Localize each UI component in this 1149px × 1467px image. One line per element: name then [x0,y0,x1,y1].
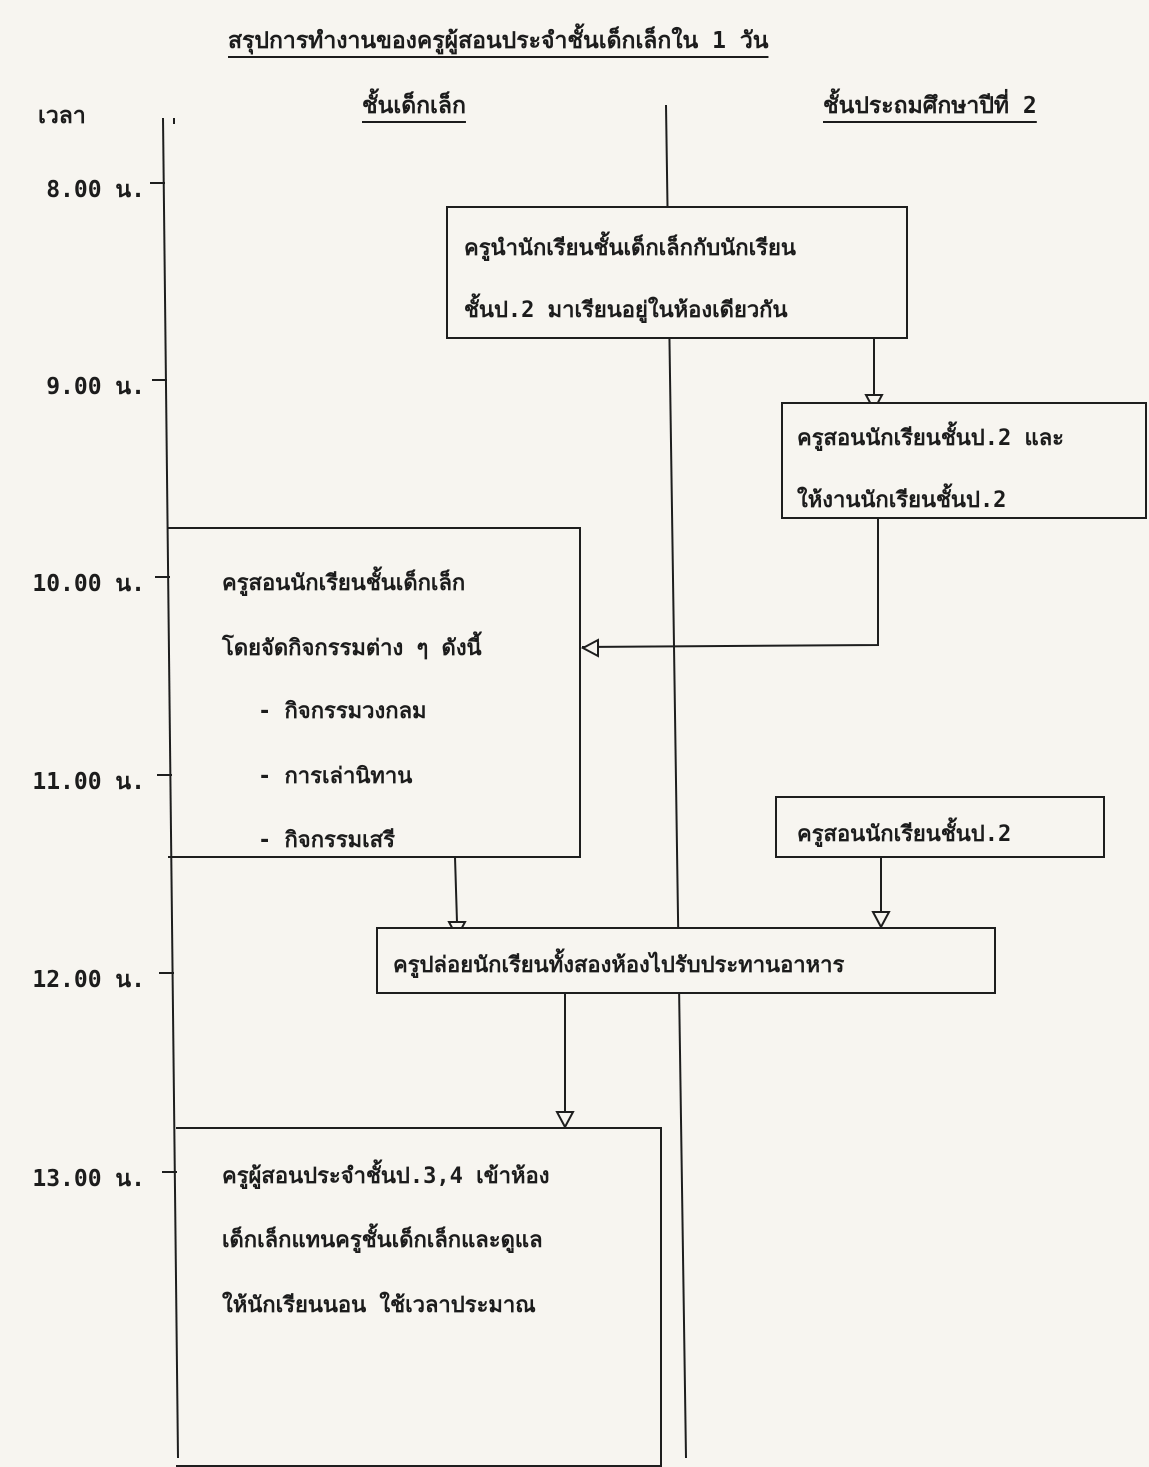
box-text: ครูสอนนักเรียนชั้นป.2 [797,822,1012,847]
time-label-8: 8.00 น. [46,177,145,203]
box-text: ครูนำนักเรียนชั้นเด็กเล็กกับนักเรียน [464,236,796,261]
time-label-11: 11.00 น. [32,769,145,795]
box-text: ชั้นป.2 มาเรียนอยู่ในห้องเดียวกัน [464,298,788,323]
box-text: ครูผู้สอนประจำชั้นป.3,4 เข้าห้อง [222,1164,550,1189]
box-text: โดยจัดกิจกรรมต่าง ๆ ดังนี้ [222,636,482,661]
arrow-to-lunch-right [871,911,891,930]
activity-item: - กิจกรรมเสรี [258,828,395,853]
teach-grade2-box [781,402,1147,519]
arrow-to-kindergarten [580,638,599,658]
time-label-12: 12.00 น. [32,967,145,993]
teach-kindergarten-box [168,527,581,858]
activity-item: - การเล่านิทาน [258,764,413,789]
box-text: ครูสอนนักเรียนชั้นป.2 และ [797,426,1064,451]
diagram-title: สรุปการทำงานของครูผู้สอนประจำชั้นเด็กเล็… [228,28,769,54]
grade2-column-header: ชั้นประถมศึกษาปีที่ 2 [823,93,1037,119]
teach-grade2-again-box [775,796,1105,858]
time-label-9: 9.00 น. [46,374,145,400]
lunch-box [376,927,996,994]
box-text: ครูสอนนักเรียนชั้นเด็กเล็ก [222,571,466,596]
box-text: ให้นักเรียนนอน ใช้เวลาประมาณ [222,1293,536,1318]
arrow-to-afternoon [555,1111,575,1130]
box-text: ให้งานนักเรียนชั้นป.2 [797,488,1007,513]
time-label-13: 13.00 น. [32,1166,145,1192]
time-column-header: เวลา [38,103,86,129]
timeline-axis-line [162,117,179,1458]
box-text: เด็กเล็กแทนครูชั้นเด็กเล็กและดูแล [222,1228,543,1253]
kindergarten-column-header: ชั้นเด็กเล็ก [362,93,466,119]
time-label-10: 10.00 น. [32,571,145,597]
box-text: ครูปล่อยนักเรียนทั้งสองห้องไปรับประทานอา… [393,953,845,978]
combine-classes-box [446,206,908,339]
activity-item: - กิจกรรมวงกลม [258,699,427,724]
